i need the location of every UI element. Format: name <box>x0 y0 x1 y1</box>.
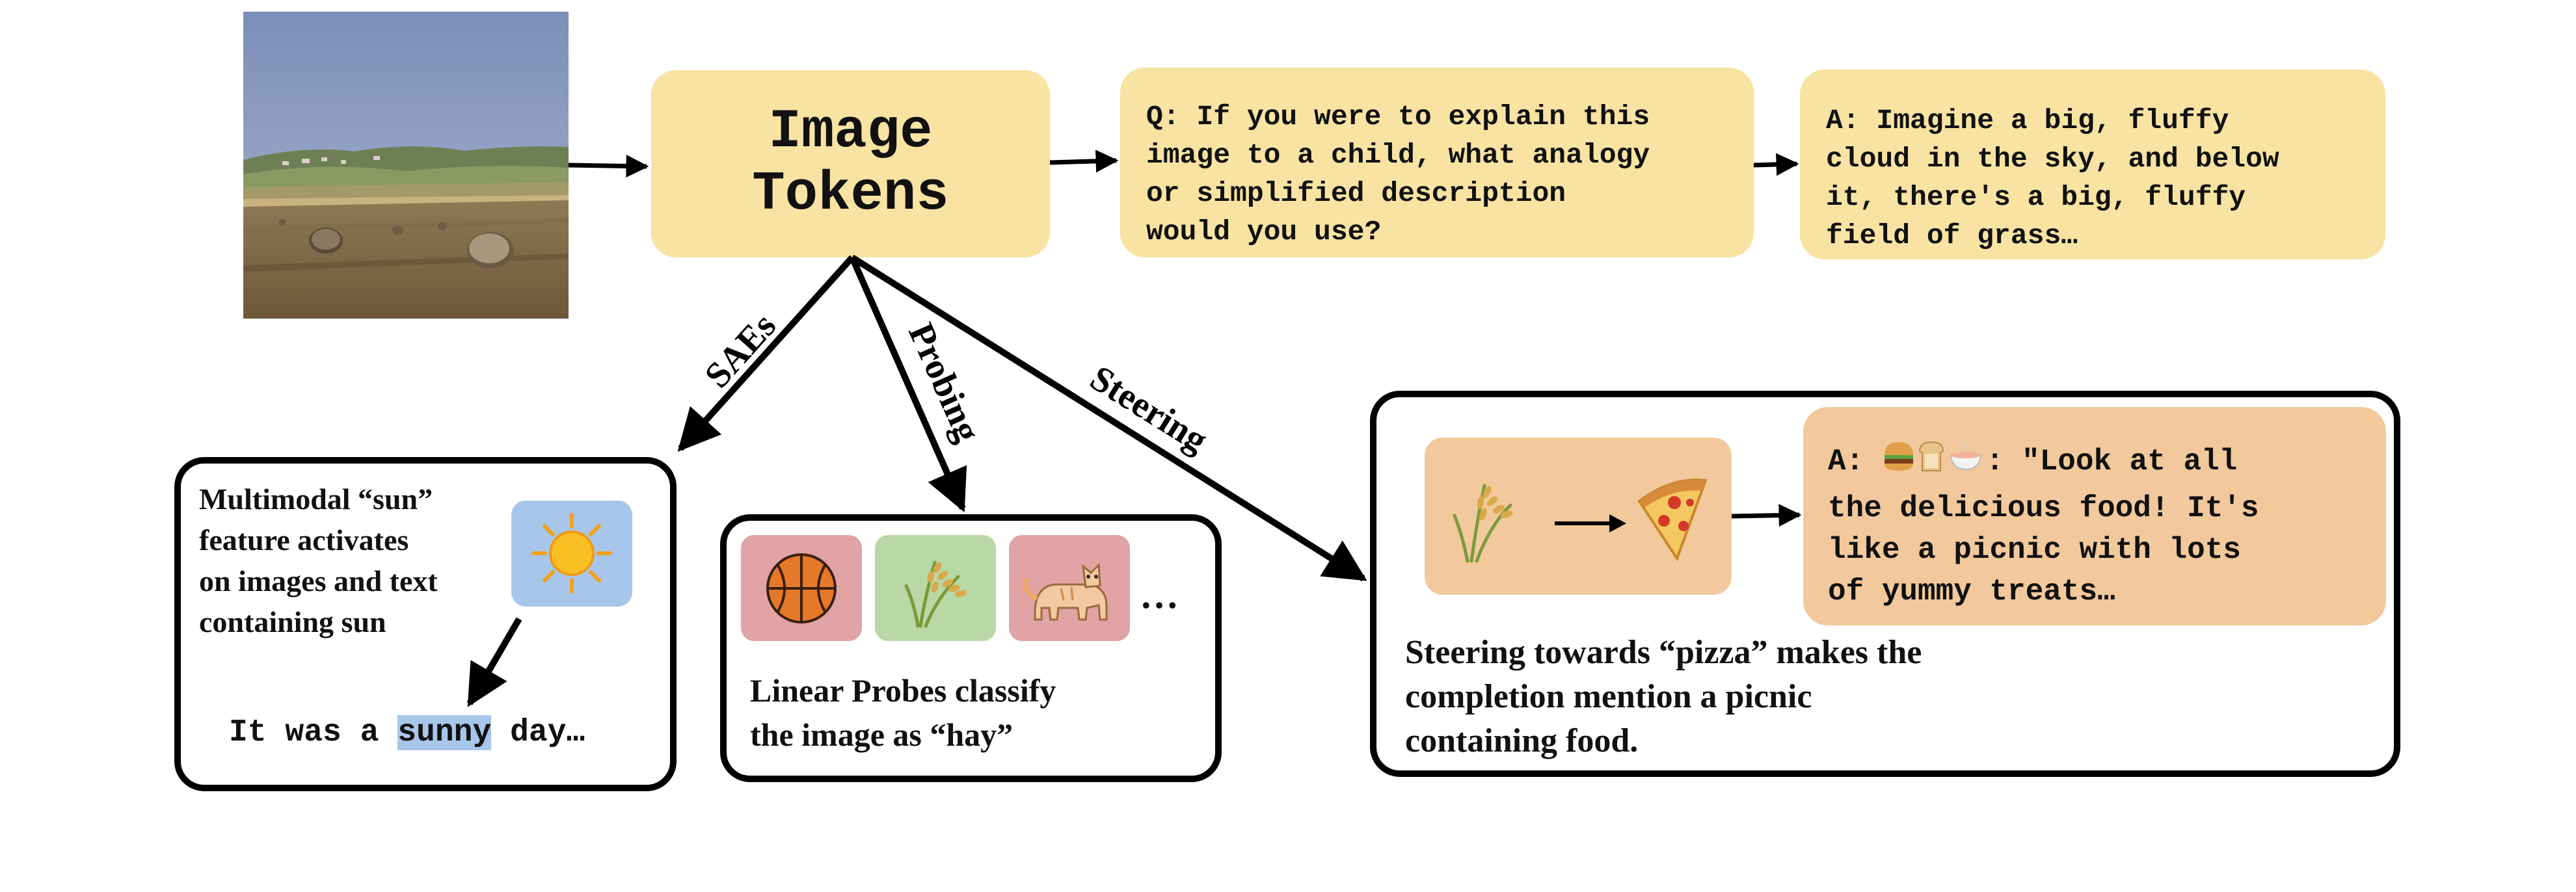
arrow-saes <box>677 255 855 452</box>
arrow-question-to-answer <box>1753 153 1799 176</box>
steer-answer-text: A: : "Lo <box>1828 438 2364 612</box>
steer-answer-prefix: A: <box>1828 445 1882 479</box>
pizza-icon <box>1637 479 1708 562</box>
answer-box: A: Imagine a big, fluffy cloud in the sk… <box>1800 70 2385 259</box>
bowl-icon <box>1950 443 1981 471</box>
probe-ellipsis: … <box>1140 573 1181 616</box>
probe-chip-basketball <box>741 535 862 641</box>
right-arrow-icon <box>1555 514 1626 532</box>
cat-icon <box>1023 562 1108 621</box>
arrow-tokens-to-question <box>1049 150 1119 173</box>
hay-icon <box>904 560 967 628</box>
highlighted-word-sunny: sunny <box>397 715 492 750</box>
steer-answer-body: : "Look at all the delicious food! It's … <box>1828 445 2259 609</box>
bread-icon <box>1918 441 1944 471</box>
probe-chip-cat <box>1009 535 1130 641</box>
arrow-probing <box>849 256 967 512</box>
question-text: Q: If you were to explain this image to … <box>1146 101 1650 248</box>
sentence-before: It was a <box>229 715 398 750</box>
arrow-sun-to-sentence <box>466 617 522 707</box>
probe-caption: Linear Probes classify the image as “hay… <box>750 672 1056 753</box>
sae-sentence: It was a sunny day… <box>229 710 585 755</box>
steer-caption: Steering towards “pizza” makes the compl… <box>1405 634 1922 759</box>
basketball-icon <box>766 553 837 623</box>
steer-answer-icons <box>1882 438 1986 488</box>
answer-text: A: Imagine a big, fluffy cloud in the sk… <box>1826 105 2279 252</box>
probe-chip-hay <box>875 535 996 641</box>
image-tokens-box: Image Tokens <box>651 70 1050 257</box>
arrow-steer-to-answer <box>1731 504 1802 527</box>
question-box: Q: If you were to explain this image to … <box>1120 68 1754 257</box>
burger-icon <box>1884 442 1913 471</box>
sentence-after: day… <box>491 715 585 750</box>
hay-icon <box>1453 484 1513 563</box>
steer-chip-hay-to-pizza <box>1425 438 1732 595</box>
sun-icon <box>531 513 612 594</box>
input-photo-hay-field <box>243 12 569 319</box>
sun-chip <box>511 501 632 607</box>
sae-description: Multimodal “sun” feature activates on im… <box>199 482 438 638</box>
arrow-photo-to-tokens <box>568 154 649 177</box>
image-tokens-label: Image Tokens <box>752 101 949 226</box>
steer-answer-box: A: : "Lo <box>1803 407 2386 625</box>
arrow-steering <box>850 254 1367 582</box>
